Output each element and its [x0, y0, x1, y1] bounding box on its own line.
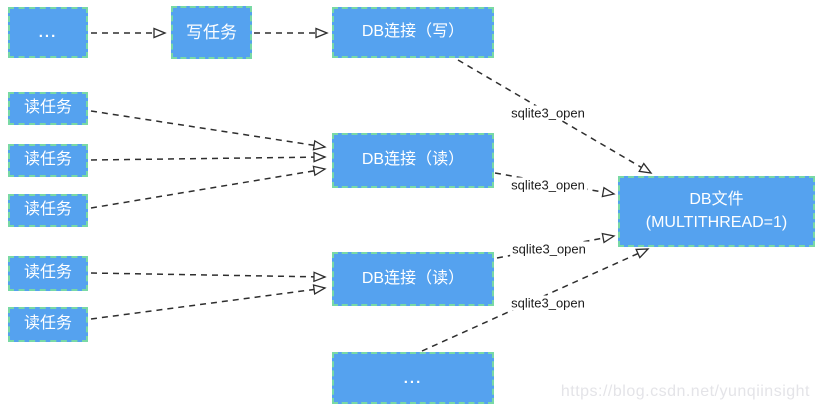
node-task-ellipsis: ... [8, 7, 88, 58]
edge-label-sqlite3-open: sqlite3_open [509, 105, 587, 121]
node-db-conn-read-1: DB连接（读） [332, 133, 494, 188]
node-read-task-5: 读任务 [8, 307, 88, 342]
node-read-task-3: 读任务 [8, 194, 88, 227]
node-read-task-2: 读任务 [8, 144, 88, 177]
node-conn-ellipsis: ... [332, 352, 494, 404]
edge-label-sqlite3-open: sqlite3_open [509, 177, 587, 193]
edge-label-sqlite3-open: sqlite3_open [510, 241, 588, 257]
edge-read-task-3-to-db-conn-read-1 [90, 169, 325, 209]
node-write-task: 写任务 [171, 6, 252, 59]
edge-read-task-1-to-db-conn-read-1 [90, 110, 325, 147]
edge-read-task-5-to-db-conn-read-2 [90, 288, 325, 320]
watermark-text: https://blog.csdn.net/yunqiinsight [560, 383, 810, 400]
node-read-task-4: 读任务 [8, 256, 88, 291]
node-db-file: DB文件 (MULTITHREAD=1) [618, 176, 815, 247]
edge-read-task-4-to-db-conn-read-2 [90, 273, 325, 277]
edge-read-task-2-to-db-conn-read-1 [90, 157, 325, 160]
node-db-conn-write: DB连接（写） [332, 7, 494, 58]
node-read-task-1: 读任务 [8, 92, 88, 125]
edge-label-sqlite3-open: sqlite3_open [509, 295, 587, 311]
node-db-conn-read-2: DB连接（读） [332, 252, 494, 306]
